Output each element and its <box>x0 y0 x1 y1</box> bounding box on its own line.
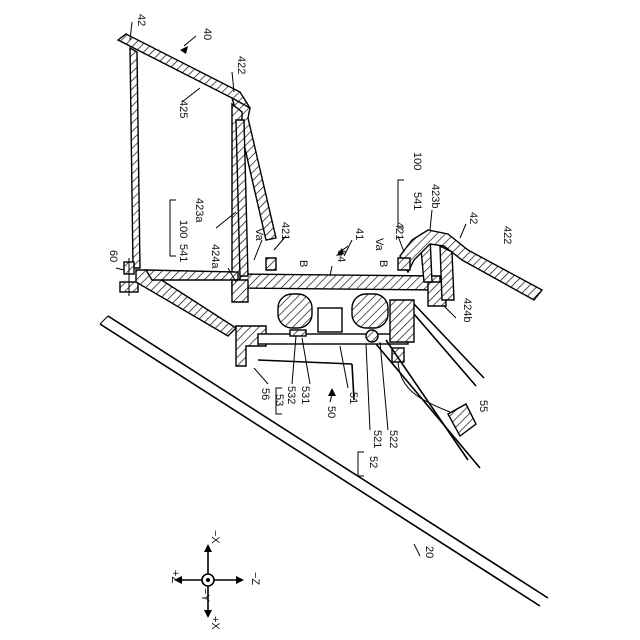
label-521: 521 <box>371 430 383 448</box>
label-60: 60 <box>107 250 119 262</box>
axis-label-pos-z: +Z <box>169 570 181 583</box>
label-Va-right: Va <box>373 238 385 252</box>
axis-label-neg-x: −X <box>209 530 221 544</box>
label-51: 51 <box>347 392 359 404</box>
label-425: 425 <box>177 100 189 118</box>
label-53: 53 <box>273 394 285 406</box>
axis-label-neg-y: −Y <box>199 588 211 602</box>
label-B-right: B <box>377 260 389 267</box>
bracket-100-right <box>398 180 404 228</box>
clip-421-right <box>398 258 410 270</box>
label-541-right: 541 <box>411 192 423 210</box>
windshield-20 <box>100 316 548 606</box>
label-422-right: 422 <box>501 226 513 244</box>
axes-indicator <box>174 544 244 618</box>
label-42-right: 42 <box>467 212 479 224</box>
label-424a: 424a <box>209 244 221 269</box>
camera-module-50 <box>236 294 484 468</box>
axis-label-pos-x: +X <box>209 616 221 630</box>
arrow-40 <box>180 46 188 54</box>
arrow-50 <box>328 388 336 402</box>
label-423a: 423a <box>193 198 205 223</box>
label-423b: 423b <box>429 184 441 208</box>
label-421-right: 421 <box>393 222 405 240</box>
label-100-left: 100 <box>177 220 189 238</box>
bracket-100-left <box>170 200 176 256</box>
lower-panel <box>136 270 238 336</box>
axis-label-neg-z: −Z <box>249 572 261 585</box>
label-55: 55 <box>477 400 489 412</box>
label-100-right: 100 <box>411 152 423 170</box>
label-422-top: 422 <box>235 56 247 74</box>
label-532: 532 <box>285 386 297 404</box>
label-421-left: 421 <box>279 222 291 240</box>
label-42-top: 42 <box>135 14 147 26</box>
label-Va-left: Va <box>253 228 265 242</box>
label-424b: 424b <box>461 298 473 322</box>
label-52: 52 <box>367 456 379 468</box>
label-40: 40 <box>201 28 213 40</box>
label-56: 56 <box>259 388 271 400</box>
bracket-52 <box>358 452 364 476</box>
label-54: 54 <box>335 250 347 262</box>
label-B-left: B <box>297 260 309 267</box>
label-541-left: 541 <box>177 244 189 262</box>
clip-421-left <box>266 258 276 270</box>
label-522: 522 <box>387 430 399 448</box>
upper-panel-42 <box>118 34 276 294</box>
label-50: 50 <box>325 406 337 418</box>
label-41: 41 <box>353 228 365 240</box>
label-20: 20 <box>423 546 435 558</box>
label-531: 531 <box>299 386 311 404</box>
